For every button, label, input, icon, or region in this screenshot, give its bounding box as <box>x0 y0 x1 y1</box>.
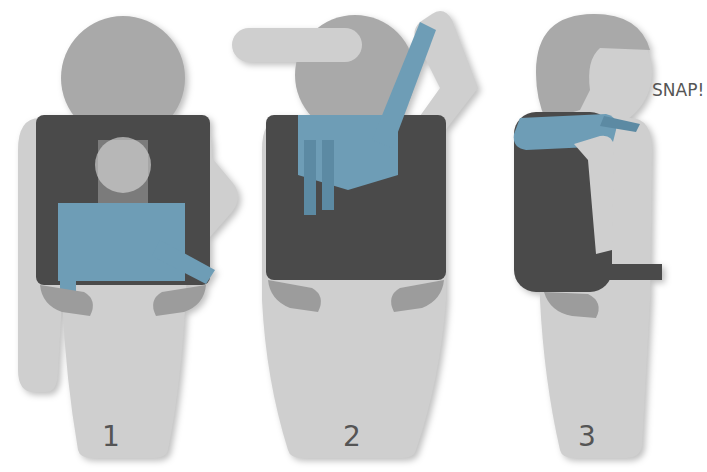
arm <box>232 28 362 62</box>
carrier-panel <box>58 203 185 281</box>
figure-one <box>18 16 238 458</box>
hair <box>536 14 650 120</box>
step-number: 2 <box>343 420 361 453</box>
sound-label: SNAP! <box>652 80 704 100</box>
waist-strap <box>590 264 662 280</box>
baby-leg <box>268 280 321 312</box>
strap <box>60 240 76 292</box>
baby-leg <box>40 285 93 316</box>
arm <box>574 136 614 254</box>
strap <box>600 116 640 132</box>
baby-shoulders <box>98 140 148 205</box>
baby-leg <box>153 285 206 316</box>
figure-three <box>514 14 662 458</box>
step-number: 1 <box>102 420 120 453</box>
carrier <box>266 115 446 280</box>
step-number: 3 <box>578 420 596 453</box>
baby-leg <box>544 292 599 318</box>
strap <box>152 240 215 284</box>
figure-two <box>232 11 478 458</box>
strap <box>322 140 334 210</box>
baby-leg <box>391 280 444 312</box>
strap <box>304 140 316 215</box>
strap <box>372 22 436 148</box>
